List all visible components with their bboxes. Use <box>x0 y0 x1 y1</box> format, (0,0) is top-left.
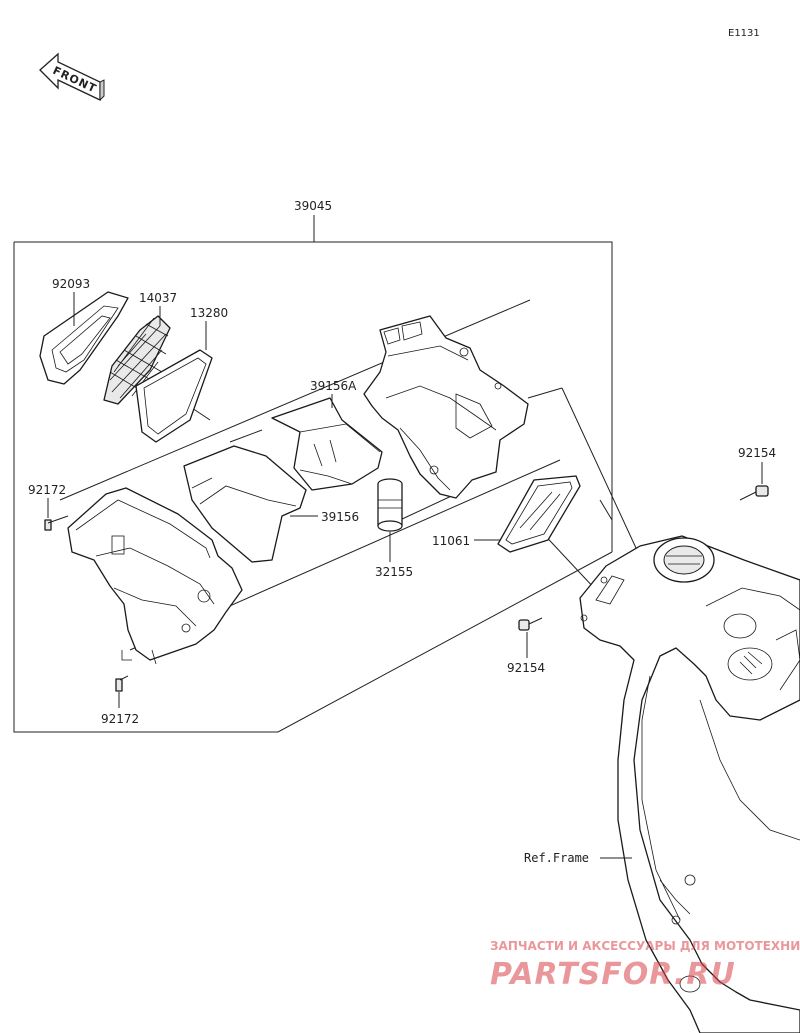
part-lower-housing <box>67 487 243 665</box>
bolt-92154-right-icon <box>739 485 769 501</box>
assembly-box-bottom <box>13 242 613 733</box>
callout-92154-left: 92154 <box>507 661 545 675</box>
bolt-92172-lower-icon <box>115 675 129 692</box>
callout-14037: 14037 <box>139 291 177 305</box>
callout-92172-upper: 92172 <box>28 483 66 497</box>
part-14037-mesh <box>103 315 171 405</box>
front-arrow-icon: FRONT <box>39 52 105 102</box>
callout-39045: 39045 <box>294 199 332 213</box>
callout-39156: 39156 <box>321 510 359 524</box>
ref-frame-drawing <box>579 535 800 1033</box>
bolt-92154-left-icon <box>518 617 543 631</box>
part-92093-cover <box>39 291 129 385</box>
callout-92093: 92093 <box>52 277 90 291</box>
callout-13280: 13280 <box>190 306 228 320</box>
callout-ref-frame: Ref.Frame <box>524 851 589 865</box>
part-39156-duct <box>183 445 307 563</box>
callout-92172-lower: 92172 <box>101 712 139 726</box>
watermark-caption: ЗАПЧАСТИ И АКСЕССУАРЫ ДЛЯ МОТОТЕХНИКИ <box>490 939 800 953</box>
part-32155-cap <box>377 478 403 532</box>
bolt-92172-upper-icon <box>44 515 69 531</box>
callout-11061: 11061 <box>432 534 470 548</box>
callout-32155: 32155 <box>375 565 413 579</box>
watermark-brand: PARTSFOR.RU <box>490 957 736 992</box>
assembly-box-top <box>14 241 613 552</box>
callout-39156A: 39156A <box>310 379 357 393</box>
part-upper-housing <box>363 315 529 499</box>
callout-92154-right: 92154 <box>738 446 776 460</box>
part-11061-filter <box>497 475 581 553</box>
part-39156A-duct <box>271 397 383 491</box>
diagram-code: E1131 <box>728 28 760 39</box>
part-13280-gasket <box>135 349 213 443</box>
